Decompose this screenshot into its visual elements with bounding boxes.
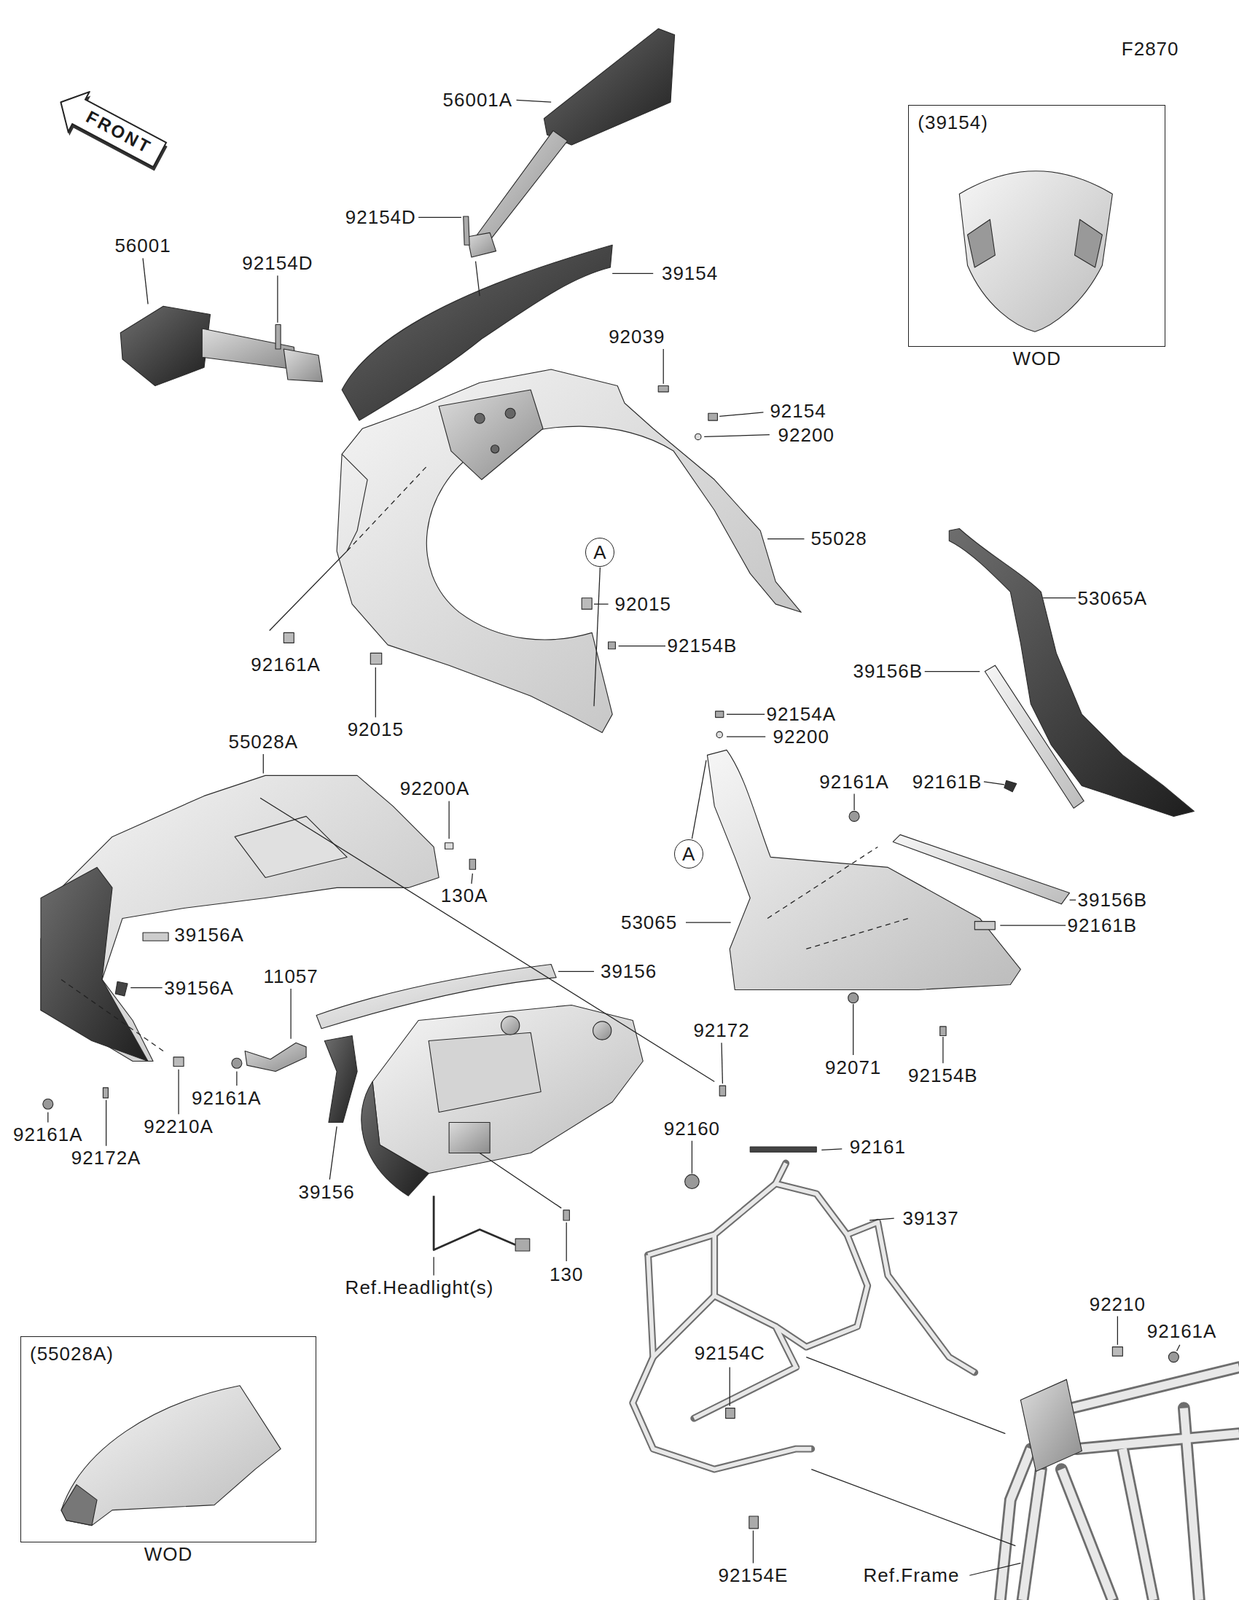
callout-label: 92172 (691, 1020, 751, 1041)
callout-label: 56001A (441, 89, 515, 111)
callout-label: 39156 (296, 1182, 356, 1203)
callout-label: 39137 (900, 1208, 960, 1229)
callout-label: 92154D (240, 252, 315, 274)
callout-label: 39156B (1076, 889, 1150, 911)
callout-label: 130 (548, 1264, 585, 1285)
callout-label: 92200 (776, 424, 836, 446)
reference-letter: A (682, 844, 696, 864)
callout-label: 39156B (851, 661, 925, 682)
callout-label: 55028 (808, 528, 869, 549)
inset-box: (39154)WOD (908, 104, 1166, 347)
callout-label: 92154A (764, 704, 838, 725)
frame-tubes (632, 1163, 975, 1471)
callout-label: 92172A (69, 1147, 143, 1169)
callout-label: 53065 (619, 912, 679, 933)
reference-circle: A (674, 839, 704, 869)
callout-label: 92154B (666, 635, 740, 656)
callout-label: 55028A (226, 731, 300, 753)
callout-label: 92154B (906, 1065, 980, 1086)
callout-label: 92154E (717, 1565, 791, 1586)
callout-label: 92161B (911, 771, 984, 793)
callout-label: Ref.Headlight(s) (344, 1277, 496, 1299)
callout-label: 92160 (662, 1118, 722, 1140)
callout-label: 92210 (1088, 1294, 1148, 1315)
reference-letter: A (593, 542, 607, 562)
main-frame (999, 1368, 1239, 1600)
reference-circle: A (585, 537, 615, 568)
callout-label: 92210A (142, 1116, 216, 1137)
callout-label: 92161A (190, 1088, 264, 1109)
inset-part-ref: (39154) (917, 112, 989, 132)
variant-note: WOD (1012, 349, 1062, 369)
callout-label: 56001 (112, 235, 173, 256)
inset-box: (55028A)WOD (20, 1336, 317, 1543)
part-drawings (40, 28, 1194, 1529)
callout-label: 92161A (1145, 1321, 1219, 1342)
callout-label: 92161A (11, 1124, 85, 1145)
head-tube (1020, 1379, 1082, 1472)
arrow-face (50, 82, 171, 175)
callout-label: 39156 (599, 961, 659, 982)
callout-label: 92154D (344, 206, 418, 228)
figure-number: F2870 (1120, 38, 1181, 60)
variant-note: WOD (144, 1545, 194, 1565)
callout-label: Ref.Frame (862, 1565, 962, 1586)
inset-part-ref: (55028A) (29, 1344, 114, 1364)
callout-label: 92200A (398, 778, 472, 799)
callout-label: 130A (439, 885, 490, 906)
callout-label: 92200 (771, 726, 831, 748)
callout-label: 39156A (172, 924, 246, 946)
callout-label: 92154 (768, 400, 828, 422)
callout-label: 92161A (817, 771, 891, 793)
callout-label: 39156A (162, 978, 236, 999)
main-frame (999, 1368, 1239, 1600)
callout-label: 92039 (607, 326, 667, 347)
callout-label: 11057 (261, 966, 320, 987)
callout-label: 92161A (249, 654, 323, 675)
callout-label: 92161 (848, 1136, 908, 1158)
callout-label: 92015 (346, 719, 406, 740)
callout-label: 39154 (660, 263, 720, 284)
callout-label: 53065A (1076, 588, 1150, 609)
callout-label: 92154C (693, 1343, 767, 1364)
leader-lines (48, 99, 1180, 1576)
callout-label: 92071 (823, 1057, 883, 1078)
callout-label: 92015 (613, 593, 673, 615)
frame-tubes (632, 1163, 975, 1471)
callout-label: 92161B (1066, 915, 1140, 936)
front-arrow: FRONT (50, 81, 171, 175)
